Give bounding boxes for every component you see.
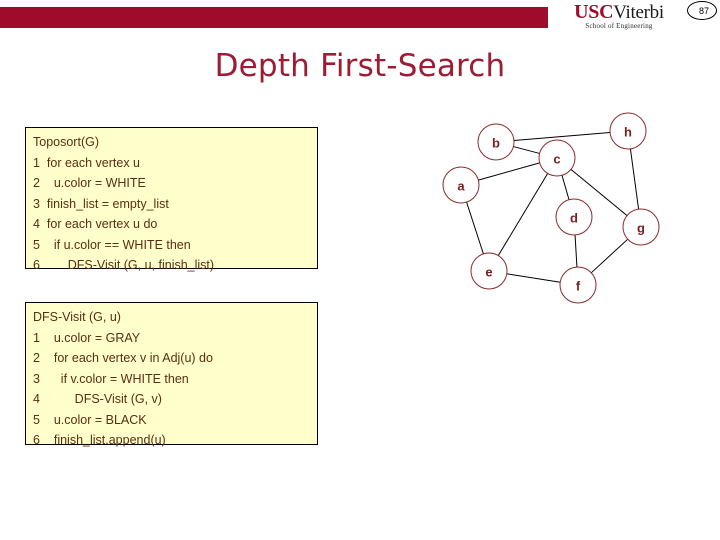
logo-usc-text: USC — [574, 1, 614, 23]
logo-wordmark: USCViterbi — [556, 1, 682, 24]
graph-edge-b-c — [513, 146, 540, 154]
graph-node-h: h — [609, 112, 647, 150]
slide-number-badge: 87 — [687, 1, 717, 20]
usc-viterbi-logo: USCViterbi School of Engineering — [556, 2, 682, 36]
graph-node-circle-b — [477, 123, 515, 161]
pseudocode-line: DFS-Visit (G, u) — [33, 310, 121, 324]
graph-node-circle-g — [622, 208, 660, 246]
graph-edge-g-h — [629, 148, 640, 210]
graph-edge-e-f — [506, 273, 561, 283]
pseudocode-line: 6 finish_list.append(u) — [33, 433, 166, 447]
graph-edge-a-e — [466, 201, 484, 255]
graph-node-circle-d — [555, 198, 593, 236]
graph-node-circle-c — [538, 139, 576, 177]
graph-node-circle-f — [559, 266, 597, 304]
badge-ellipse-outline — [687, 1, 717, 20]
graph-node-label-f: f — [576, 279, 581, 294]
graph-edge-a-c — [478, 162, 540, 181]
header-accent-bar — [0, 7, 548, 28]
graph-diagram: a b c d e f g h — [430, 105, 710, 315]
pseudocode-line: 4 for each vertex u do — [33, 217, 158, 231]
graph-svg: a b c d e f g h — [442, 112, 660, 304]
pseudocode-line: 6 DFS-Visit (G, u, finish_list) — [33, 258, 215, 272]
pseudocode-line: 1 for each vertex u — [33, 155, 141, 170]
graph-node-label-c: c — [553, 152, 560, 167]
pseudocode-line: Toposort(G) — [33, 135, 99, 149]
pseudocode-line: 2 u.color = WHITE — [33, 176, 146, 190]
graph-node-group: a b c d e f g h — [442, 112, 660, 304]
graph-edge-c-g — [570, 169, 628, 216]
graph-node-d: d — [555, 198, 593, 236]
graph-node-circle-h — [609, 112, 647, 150]
pseudocode-line: 1 u.color = GRAY — [33, 330, 141, 345]
pseudocode-line: 4 DFS-Visit (G, v) — [33, 392, 162, 406]
pseudocode-line: 3 if v.color = WHITE then — [33, 371, 189, 386]
graph-node-f: f — [559, 266, 597, 304]
graph-node-e: e — [470, 252, 508, 290]
graph-edge-b-h — [513, 131, 611, 142]
graph-edge-f-g — [590, 238, 629, 274]
pseudocode-box-toposort: Toposort(G) 1 for each vertex u 2 u.color … — [25, 127, 318, 272]
graph-node-label-b: b — [492, 136, 500, 151]
graph-edge-group — [466, 131, 640, 283]
graph-node-c: c — [538, 139, 576, 177]
pseudocode-line: 5 u.color = BLACK — [33, 412, 147, 427]
logo-viterbi-text: Viterbi — [613, 2, 664, 23]
page-title: Depth First-Search — [214, 48, 506, 84]
graph-node-circle-a — [442, 166, 480, 204]
graph-node-label-a: a — [457, 179, 465, 194]
logo-subtitle-text: School of Engineering — [585, 22, 653, 30]
graph-edge-d-f — [574, 234, 578, 268]
slide-number-text: 87 — [698, 5, 709, 16]
graph-node-label-g: g — [637, 221, 645, 236]
graph-edge-c-e — [497, 173, 549, 256]
graph-edge-c-d — [561, 175, 570, 200]
graph-node-label-d: d — [570, 211, 578, 226]
pseudocode-line: 3 finish_list = empty_list — [33, 196, 169, 211]
pseudocode-box-dfs-visit: DFS-Visit (G, u) 1 u.color = GRAY 2 for ea… — [25, 302, 318, 447]
pseudocode-line: 2 for each vertex v in Adj(u) do — [33, 351, 213, 365]
graph-node-a: a — [442, 166, 480, 204]
graph-node-circle-e — [470, 252, 508, 290]
graph-node-label-h: h — [624, 125, 632, 140]
graph-node-g: g — [622, 208, 660, 246]
graph-node-b: b — [477, 123, 515, 161]
graph-node-label-e: e — [485, 265, 492, 280]
pseudocode-line: 5 if u.color == WHITE then — [33, 237, 191, 252]
